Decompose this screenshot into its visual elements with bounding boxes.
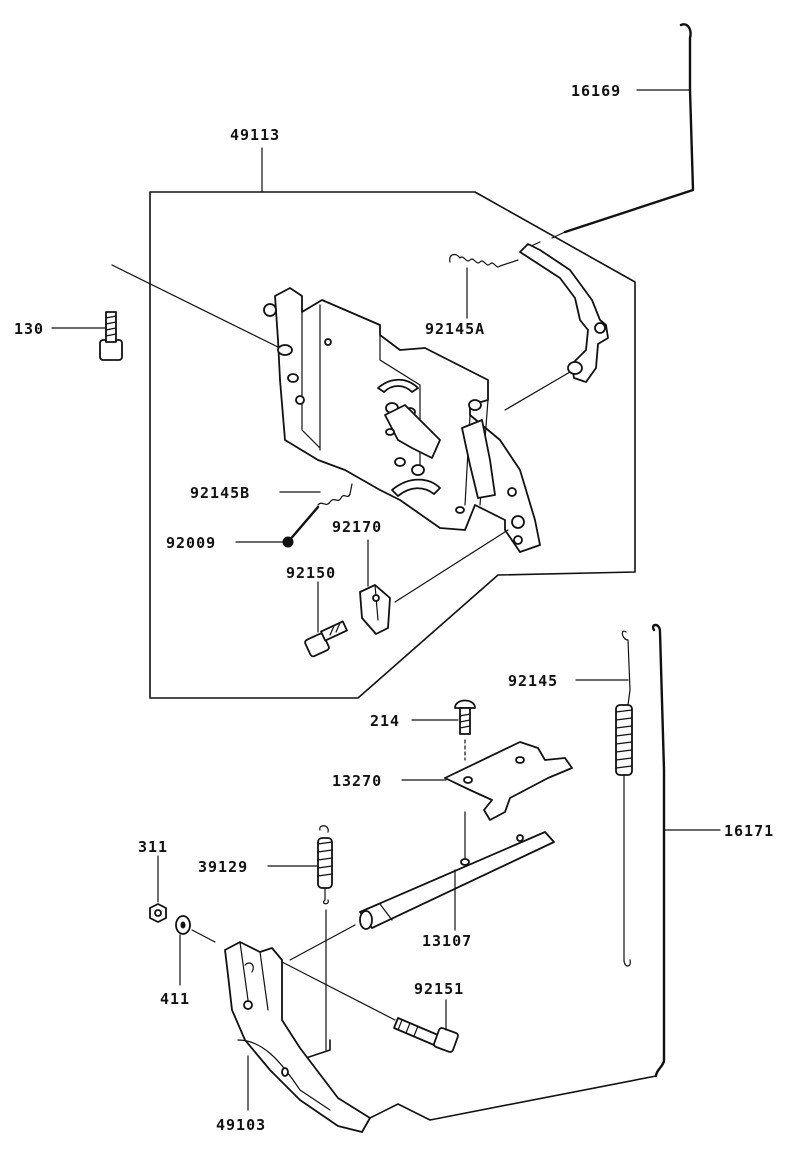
bracket-13270 bbox=[444, 741, 573, 821]
lower-outline-inner bbox=[299, 1039, 331, 1061]
label-13270: 13270 bbox=[332, 772, 382, 790]
governor-arm-49103 bbox=[224, 941, 396, 1133]
label-16169: 16169 bbox=[571, 82, 621, 100]
label-92170: 92170 bbox=[332, 518, 382, 536]
clip-92170 bbox=[359, 584, 391, 635]
label-49103: 49103 bbox=[216, 1116, 266, 1134]
spring-92145 bbox=[615, 630, 633, 967]
label-92151: 92151 bbox=[414, 980, 464, 998]
label-92145: 92145 bbox=[508, 672, 558, 690]
lower-outline bbox=[365, 1075, 657, 1121]
spring-92145A bbox=[449, 253, 519, 268]
control-plate bbox=[263, 287, 541, 553]
governor-lever bbox=[519, 243, 609, 383]
label-214: 214 bbox=[370, 712, 400, 730]
bolt-92151 bbox=[393, 1017, 459, 1053]
shaft-axis-2 bbox=[289, 924, 356, 961]
screw-92009 bbox=[282, 505, 320, 548]
spring-39129 bbox=[317, 825, 333, 1051]
label-39129: 39129 bbox=[198, 858, 248, 876]
label-92009: 92009 bbox=[166, 534, 216, 552]
label-411: 411 bbox=[160, 990, 190, 1008]
washer-411 bbox=[175, 915, 191, 935]
rod-16169 bbox=[563, 23, 695, 234]
label-92150: 92150 bbox=[286, 564, 336, 582]
label-92145A: 92145A bbox=[425, 320, 485, 338]
spring-92145B bbox=[317, 483, 353, 506]
label-130: 130 bbox=[14, 320, 44, 338]
label-311: 311 bbox=[138, 838, 168, 856]
label-16171: 16171 bbox=[724, 822, 774, 840]
assembly-outline-49113 bbox=[149, 191, 636, 699]
nut-311 bbox=[149, 903, 167, 923]
bolt-92150 bbox=[304, 620, 348, 658]
link-line-plate-rod bbox=[504, 371, 571, 411]
clip-axis bbox=[394, 529, 509, 603]
screw-214 bbox=[454, 699, 476, 735]
shaft-13107 bbox=[359, 831, 555, 930]
label-92145B: 92145B bbox=[190, 484, 250, 502]
label-13107: 13107 bbox=[422, 932, 472, 950]
washer-axis bbox=[191, 929, 216, 943]
bolt-130 bbox=[99, 311, 123, 361]
bolt-130-axis bbox=[111, 264, 281, 349]
label-49113: 49113 bbox=[230, 126, 280, 144]
rod-16171 bbox=[651, 623, 666, 1078]
